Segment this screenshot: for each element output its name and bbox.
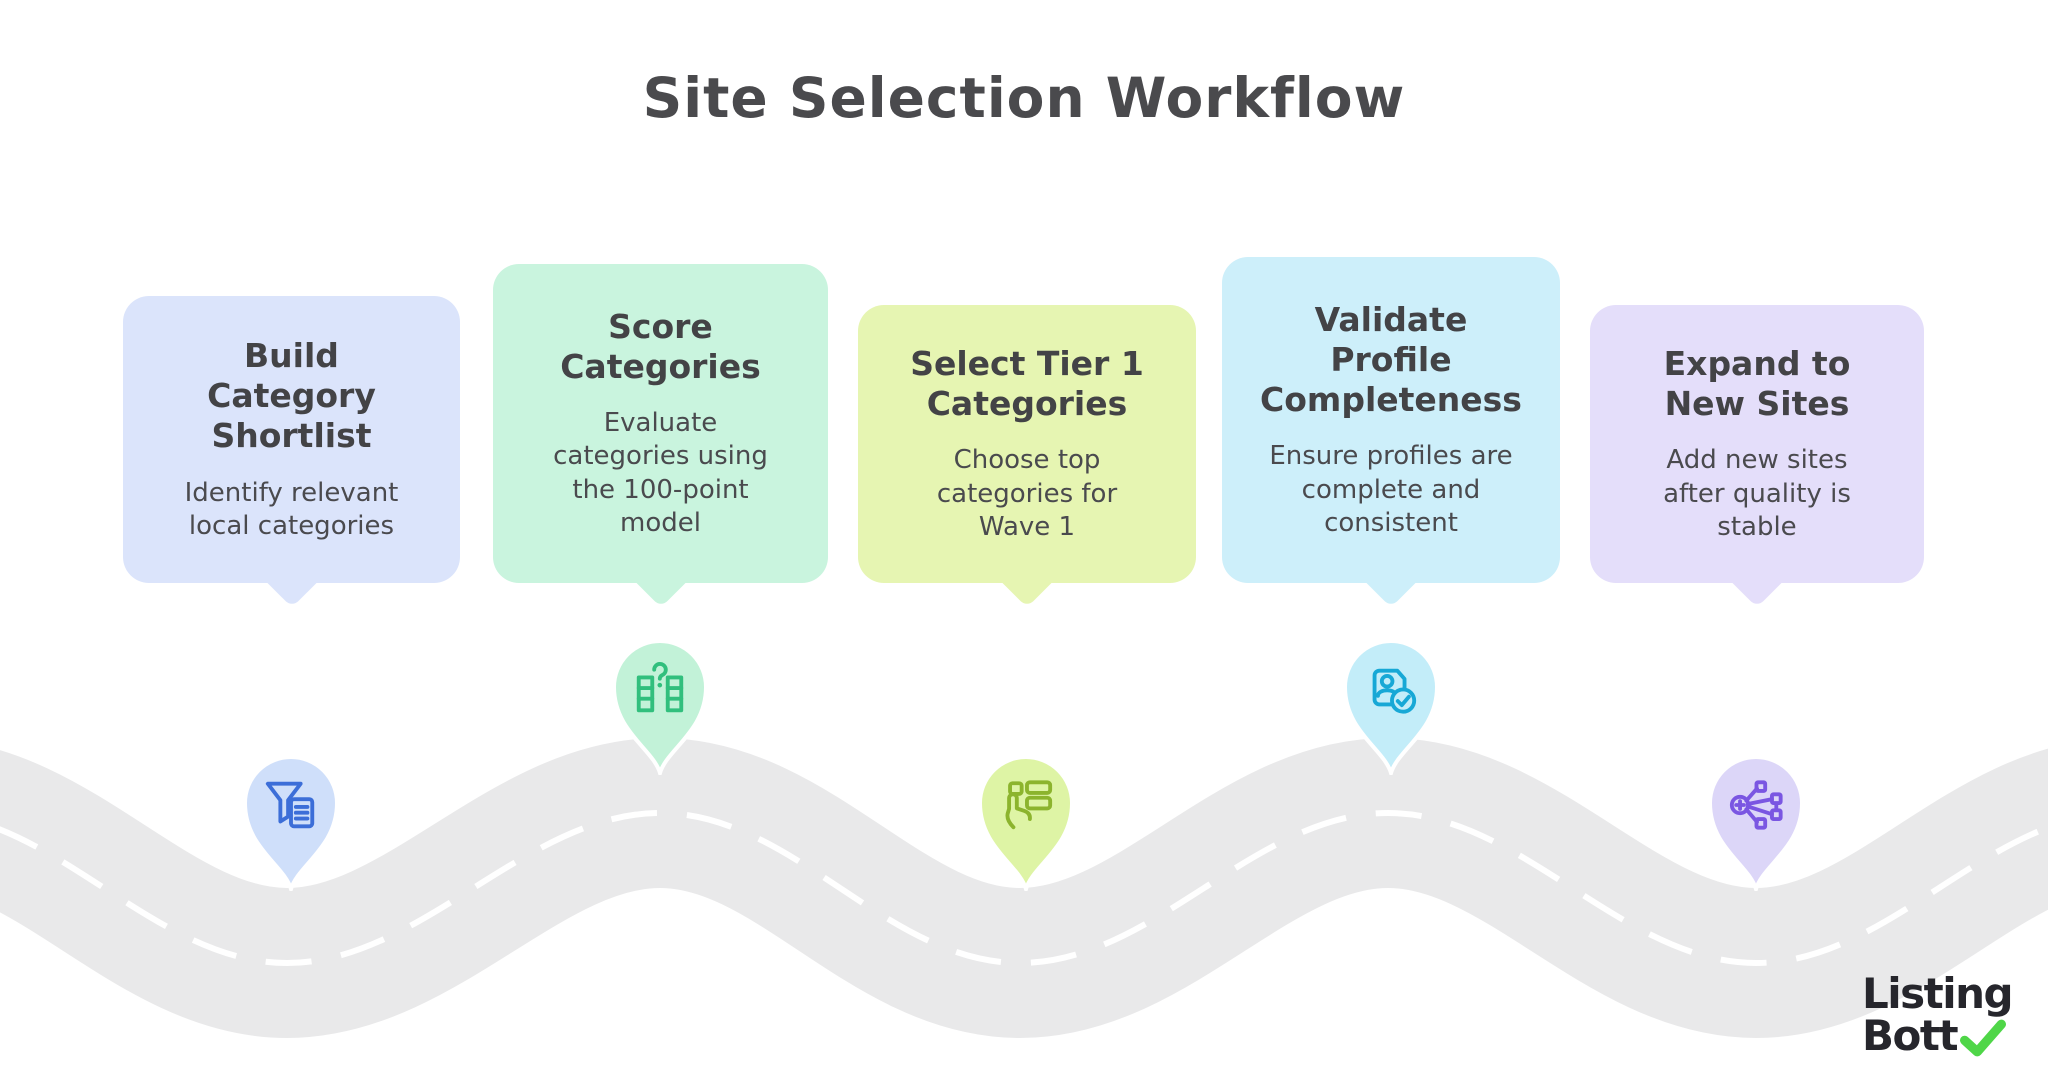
- logo-text-listing: Listing: [1862, 969, 2014, 1018]
- step-description: Ensure profiles are complete and consist…: [1269, 441, 1513, 538]
- score-columns-question-icon: [636, 662, 684, 713]
- step-heading: Expand to New Sites: [1663, 343, 1851, 424]
- map-pin-step-1: [241, 753, 341, 891]
- listingbott-logo: Listing Bott: [1862, 969, 2014, 1060]
- step-description: Choose top categories for Wave 1: [936, 445, 1118, 542]
- step-card-5: Expand to New Sites Add new sites after …: [1590, 305, 1924, 608]
- step-card-2: Score Categories Evaluate categories usi…: [493, 264, 828, 608]
- filter-document-icon: [265, 781, 315, 829]
- step-description: Identify relevant local categories: [184, 477, 399, 541]
- step-card-3: Select Tier 1 Categories Choose top cate…: [858, 305, 1196, 608]
- step-heading: Validate Profile Completeness: [1260, 299, 1522, 420]
- road-lane-line: [0, 809, 2048, 967]
- check-icon: [1960, 1019, 2007, 1057]
- expand-network-icon: [1729, 780, 1783, 830]
- map-pin-step-2: [610, 637, 710, 775]
- step-heading: Build Category Shortlist: [207, 335, 376, 456]
- step-card-1: Build Category Shortlist Identify releva…: [123, 296, 460, 608]
- step-description: Add new sites after quality is stable: [1663, 445, 1851, 542]
- pin-teardrop: [1342, 639, 1440, 775]
- map-pin-step-5: [1706, 753, 1806, 891]
- map-pin-step-4: [1341, 637, 1441, 775]
- step-card-4: Validate Profile Completeness Ensure pro…: [1222, 257, 1560, 608]
- select-list-hand-icon: [1005, 780, 1053, 830]
- pin-teardrop: [611, 639, 709, 775]
- step-heading: Score Categories: [560, 306, 761, 386]
- step-description: Evaluate categories using the 100-point …: [553, 408, 768, 539]
- step-heading: Select Tier 1 Categories: [910, 343, 1144, 424]
- map-pin-step-3: [976, 753, 1076, 891]
- logo-text-bott: Bott: [1862, 1011, 1959, 1060]
- page-title: Site Selection Workflow: [642, 66, 1406, 130]
- profile-document-check-icon: [1372, 668, 1417, 714]
